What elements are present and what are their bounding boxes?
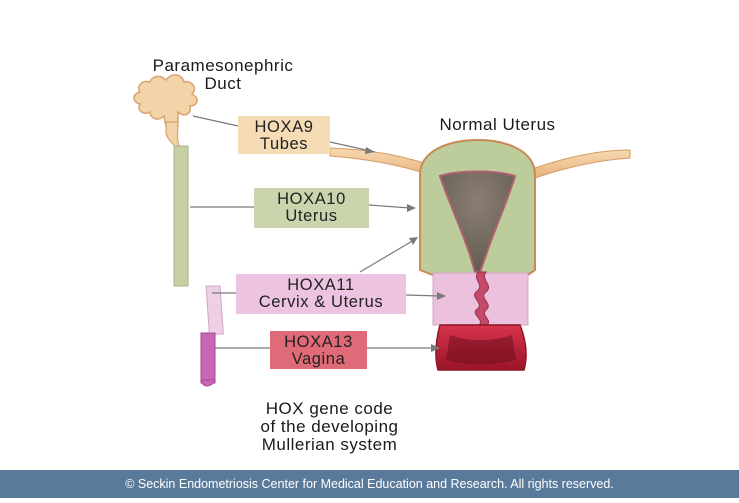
duct-end — [200, 379, 216, 387]
vaginal-canal — [446, 335, 516, 365]
hoxa13-region: Vagina — [291, 350, 346, 368]
pointer-hoxa10-to-uterus — [368, 204, 411, 209]
pointer-lines — [190, 115, 441, 349]
duct-label-line2: Duct — [204, 74, 242, 93]
hoxa10-box: HOXA10 Uterus — [254, 188, 369, 228]
duct-uterus-segment — [173, 145, 189, 287]
caption-line2: of the developing — [260, 417, 399, 436]
uterine-cavity — [438, 170, 517, 273]
hoxa9-region: Tubes — [259, 135, 309, 153]
hoxa11-gene: HOXA11 — [287, 276, 355, 294]
hoxa11-region: Cervix & Uterus — [258, 293, 384, 311]
copyright-text: © Seckin Endometriosis Center for Medica… — [125, 477, 614, 491]
hoxa13-gene: HOXA13 — [284, 333, 353, 351]
duct-tube-segment — [165, 121, 181, 149]
duct-cervix-segment — [205, 285, 224, 335]
arrowhead-uterus-upper — [409, 237, 418, 245]
duct-label-line1: Paramesonephric — [152, 56, 294, 75]
pointer-hoxa11-to-cervix — [405, 294, 441, 297]
arrowhead-vagina — [431, 344, 440, 352]
normal-uterus-label: Normal Uterus — [439, 115, 556, 134]
caption-line3: Mullerian system — [261, 435, 398, 454]
caption-line1: HOX gene code — [265, 399, 394, 418]
hoxa10-gene: HOXA10 — [277, 190, 346, 208]
hoxa11-box: HOXA11 Cervix & Uterus — [236, 274, 406, 314]
hoxa10-region: Uterus — [285, 207, 338, 225]
pointer-arrowheads — [365, 147, 446, 352]
pointer-duct-to-hoxa9 — [192, 115, 239, 127]
hoxa9-box: HOXA9 Tubes — [238, 116, 330, 154]
duct-label: Paramesonephric Duct — [128, 57, 318, 93]
arrowhead-uterus — [407, 204, 416, 212]
hoxa13-box: HOXA13 Vagina — [270, 331, 367, 369]
copyright-footer: © Seckin Endometriosis Center for Medica… — [0, 470, 739, 498]
pointer-hoxa11-to-uterus — [359, 239, 415, 273]
right-fallopian-tube — [534, 149, 631, 179]
hoxa9-gene: HOXA9 — [254, 118, 314, 136]
caption: HOX gene code of the developing Mulleria… — [222, 400, 437, 454]
arrowhead-tubes — [365, 147, 375, 154]
duct-vagina-segment — [200, 332, 216, 384]
arrowhead-cervix — [437, 292, 446, 300]
